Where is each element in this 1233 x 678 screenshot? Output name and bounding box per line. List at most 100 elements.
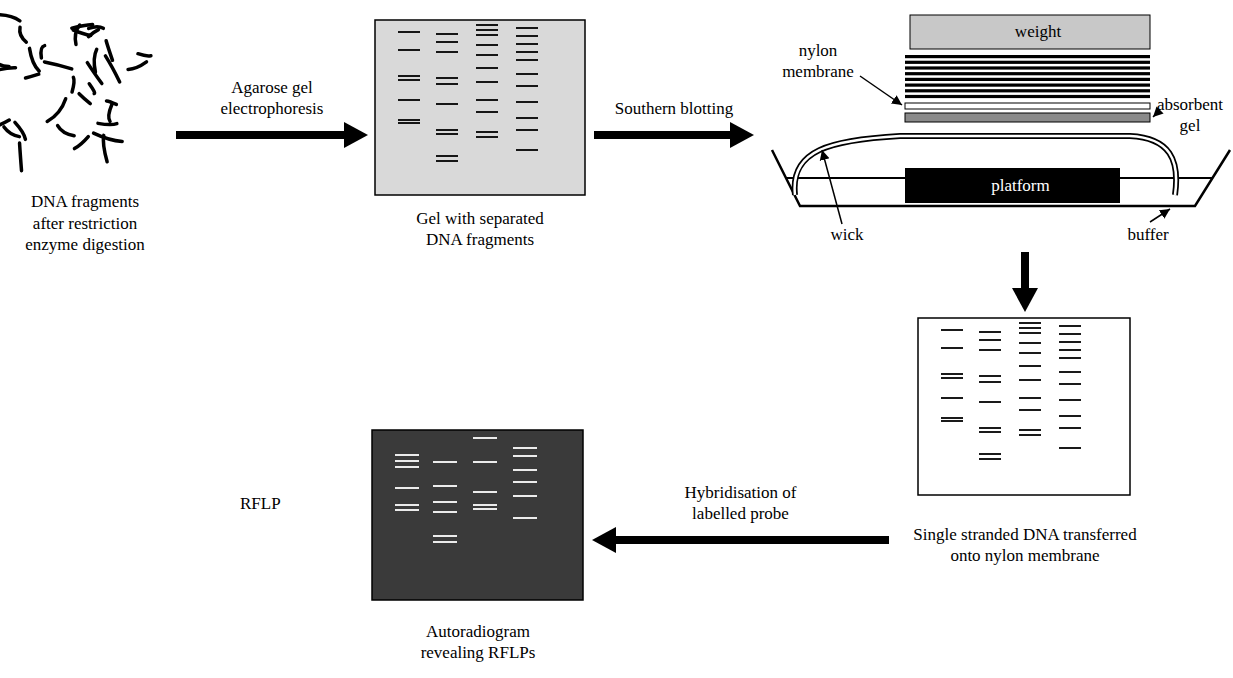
absorbent-gel — [905, 113, 1150, 122]
dna-fragment — [29, 48, 39, 71]
dna-fragment — [0, 68, 16, 74]
dna-fragment — [20, 27, 27, 42]
dna-band — [1019, 327, 1041, 329]
dna-band — [398, 79, 420, 81]
part-label: wick — [822, 224, 872, 245]
dna-fragment — [94, 133, 123, 141]
paper-towel — [905, 89, 1150, 92]
dna-band — [436, 133, 458, 135]
dna-fragment — [0, 57, 9, 67]
film-band — [513, 455, 537, 457]
dna-band — [476, 44, 498, 46]
apparatus-box: platform — [905, 168, 1136, 203]
film-band — [473, 491, 497, 493]
dna-fragment — [15, 122, 25, 139]
dna-band — [1059, 399, 1081, 401]
film-band — [513, 481, 537, 483]
dna-band — [476, 136, 498, 138]
dna-band — [436, 33, 458, 35]
film-band — [513, 495, 537, 497]
dna-band — [979, 381, 1001, 383]
dna-band — [398, 119, 420, 121]
dna-band — [941, 329, 963, 331]
dna-fragments — [0, 15, 151, 171]
dna-band — [398, 31, 420, 33]
dna-fragment — [138, 54, 151, 56]
dna-band — [516, 85, 538, 87]
dna-band — [516, 129, 538, 131]
paper-towels — [905, 55, 1150, 98]
dna-band — [941, 377, 963, 379]
dna-fragment — [0, 120, 9, 127]
dna-fragment — [41, 46, 45, 58]
dna-fragment — [89, 27, 104, 29]
stage-caption: Autoradiogram revealing RFLPs — [411, 621, 546, 664]
dna-band — [979, 431, 1001, 433]
dna-band — [398, 99, 420, 101]
dna-band — [398, 122, 420, 124]
paper-towel — [905, 61, 1150, 64]
film-band — [473, 437, 497, 439]
dna-band — [941, 397, 963, 399]
dna-band — [979, 331, 1001, 333]
leader-line — [1150, 209, 1170, 222]
dna-fragment — [72, 25, 93, 29]
dna-band — [1059, 325, 1081, 327]
dna-band — [1019, 332, 1041, 334]
dna-band — [1019, 429, 1041, 431]
buffer-tray — [772, 150, 1230, 206]
dna-band — [476, 34, 498, 36]
dna-fragment — [89, 84, 94, 94]
dna-band — [1059, 341, 1081, 343]
dna-band — [979, 375, 1001, 377]
dna-fragment — [79, 94, 90, 104]
part-label: absorbent gel — [1154, 94, 1226, 137]
film-band — [513, 469, 537, 471]
dna-band — [516, 43, 538, 45]
film-band — [433, 535, 457, 537]
dna-band — [516, 73, 538, 75]
film-band — [395, 504, 419, 506]
dna-band — [1019, 322, 1041, 324]
dna-fragment — [72, 77, 74, 92]
leader-line — [822, 150, 842, 224]
process-arrow — [176, 131, 344, 139]
box-label: weight — [910, 21, 1166, 42]
dna-fragment — [94, 49, 97, 72]
dna-fragment — [26, 74, 39, 78]
dna-band — [1019, 379, 1041, 381]
dna-band — [1059, 333, 1081, 335]
dna-band — [979, 401, 1001, 403]
gel-bands — [398, 25, 538, 161]
dna-band — [941, 347, 963, 349]
dna-band — [1059, 415, 1081, 417]
dna-band — [476, 81, 498, 83]
dna-fragment — [128, 62, 146, 70]
stage-caption: Single stranded DNA transferred onto nyl… — [903, 524, 1148, 567]
dna-fragment — [74, 137, 88, 149]
autoradiogram-bands — [395, 438, 537, 542]
step-label: Agarose gel electrophoresis — [210, 77, 335, 120]
film-band — [433, 501, 457, 503]
dna-band — [1019, 434, 1041, 436]
dna-band — [516, 117, 538, 119]
stage-panel: nylon membraneabsorbent gelwickbufferwei… — [758, 8, 1224, 248]
film-band — [395, 487, 419, 489]
stage-panel: DNA fragments after restriction enzyme d… — [0, 10, 170, 255]
dna-band — [476, 131, 498, 133]
dna-band — [476, 24, 498, 26]
paper-towel — [905, 84, 1150, 87]
paper-towel — [905, 95, 1150, 98]
dna-band — [1059, 383, 1081, 385]
wick — [795, 136, 1177, 195]
dna-band — [516, 35, 538, 37]
dna-band — [436, 155, 458, 157]
autoradiogram-film — [372, 430, 583, 600]
dna-band — [436, 83, 458, 85]
dna-band — [476, 54, 498, 56]
leader-line — [860, 76, 902, 105]
film-band — [395, 466, 419, 468]
stage-panel: Single stranded DNA transferred onto nyl… — [895, 316, 1155, 566]
dna-band — [436, 160, 458, 162]
